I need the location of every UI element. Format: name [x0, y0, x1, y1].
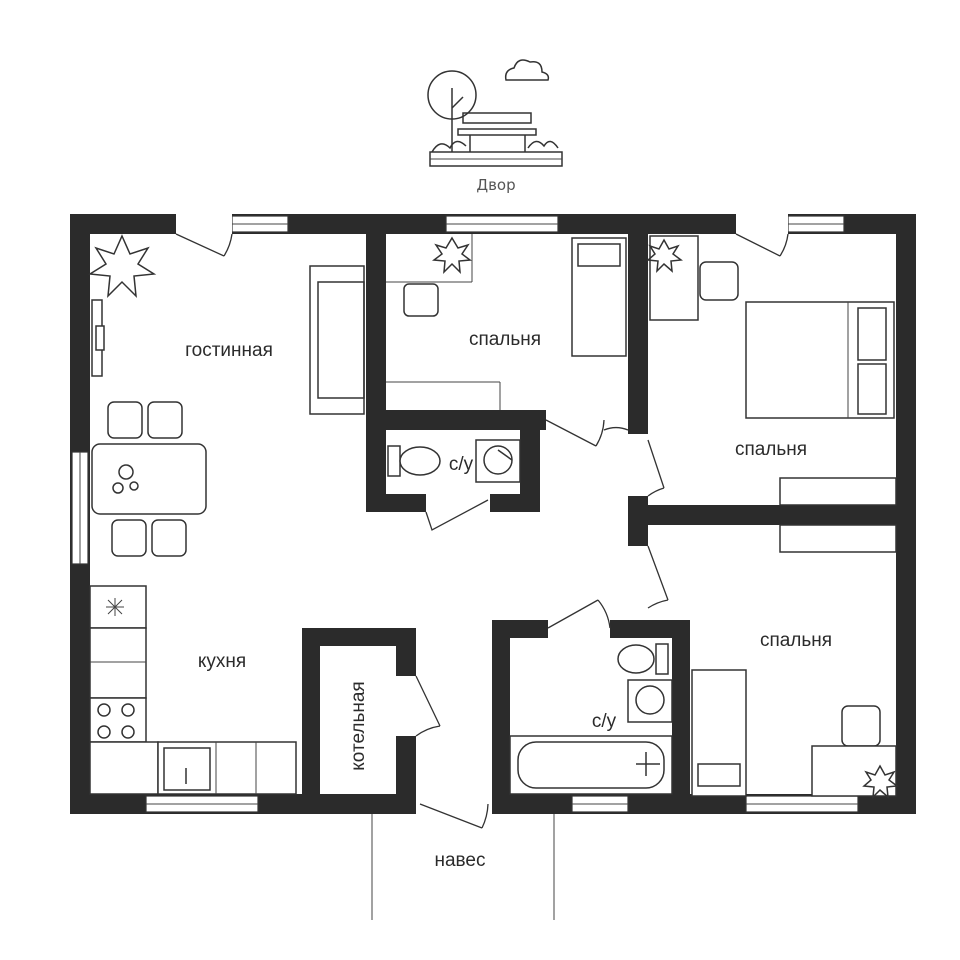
- bedroom-3-label: спальня: [760, 630, 832, 651]
- desk: [691, 669, 747, 797]
- kitchen-bottom-counter: [89, 741, 297, 795]
- bathtub-icon: [509, 735, 673, 795]
- bed-icon: [745, 301, 895, 419]
- sofa-icon: [309, 265, 365, 415]
- plant-icon: [811, 745, 899, 800]
- stove-icon: [97, 703, 135, 739]
- living-room-label: гостинная: [185, 340, 273, 361]
- desk: [386, 234, 473, 317]
- desk: [646, 235, 739, 321]
- yard-label: Двор: [476, 176, 515, 194]
- toilet-icon: [387, 445, 441, 477]
- cloud-icon: [504, 59, 550, 81]
- bedroom-1-label: спальня: [469, 329, 541, 350]
- toilet-icon: [617, 643, 669, 675]
- wardrobe: [779, 477, 897, 506]
- bed-icon: [571, 237, 627, 357]
- doors: [175, 213, 789, 920]
- sink-icon: [163, 747, 211, 791]
- sink-icon: [475, 439, 521, 483]
- chair-icon: [841, 705, 881, 747]
- tree-bench-icon: [427, 70, 563, 167]
- chair-icon: [107, 401, 187, 557]
- plant-icon: [87, 234, 157, 299]
- bathroom-1-label: с/у: [449, 454, 474, 475]
- dining-table: [91, 443, 207, 515]
- boiler-room-label: котельная: [348, 681, 369, 770]
- snowflake-icon: [89, 585, 147, 629]
- kitchen-label: кухня: [198, 651, 246, 672]
- tv-unit: [91, 299, 105, 377]
- interior-walls: [302, 234, 896, 814]
- windows: [71, 215, 859, 813]
- sink-icon: [627, 679, 673, 723]
- bathroom-2-label: с/у: [592, 711, 617, 732]
- canopy-label: навес: [434, 850, 485, 871]
- kitchen-counter: [89, 627, 147, 743]
- wardrobe: [779, 524, 897, 553]
- bedroom-2-label: спальня: [735, 439, 807, 460]
